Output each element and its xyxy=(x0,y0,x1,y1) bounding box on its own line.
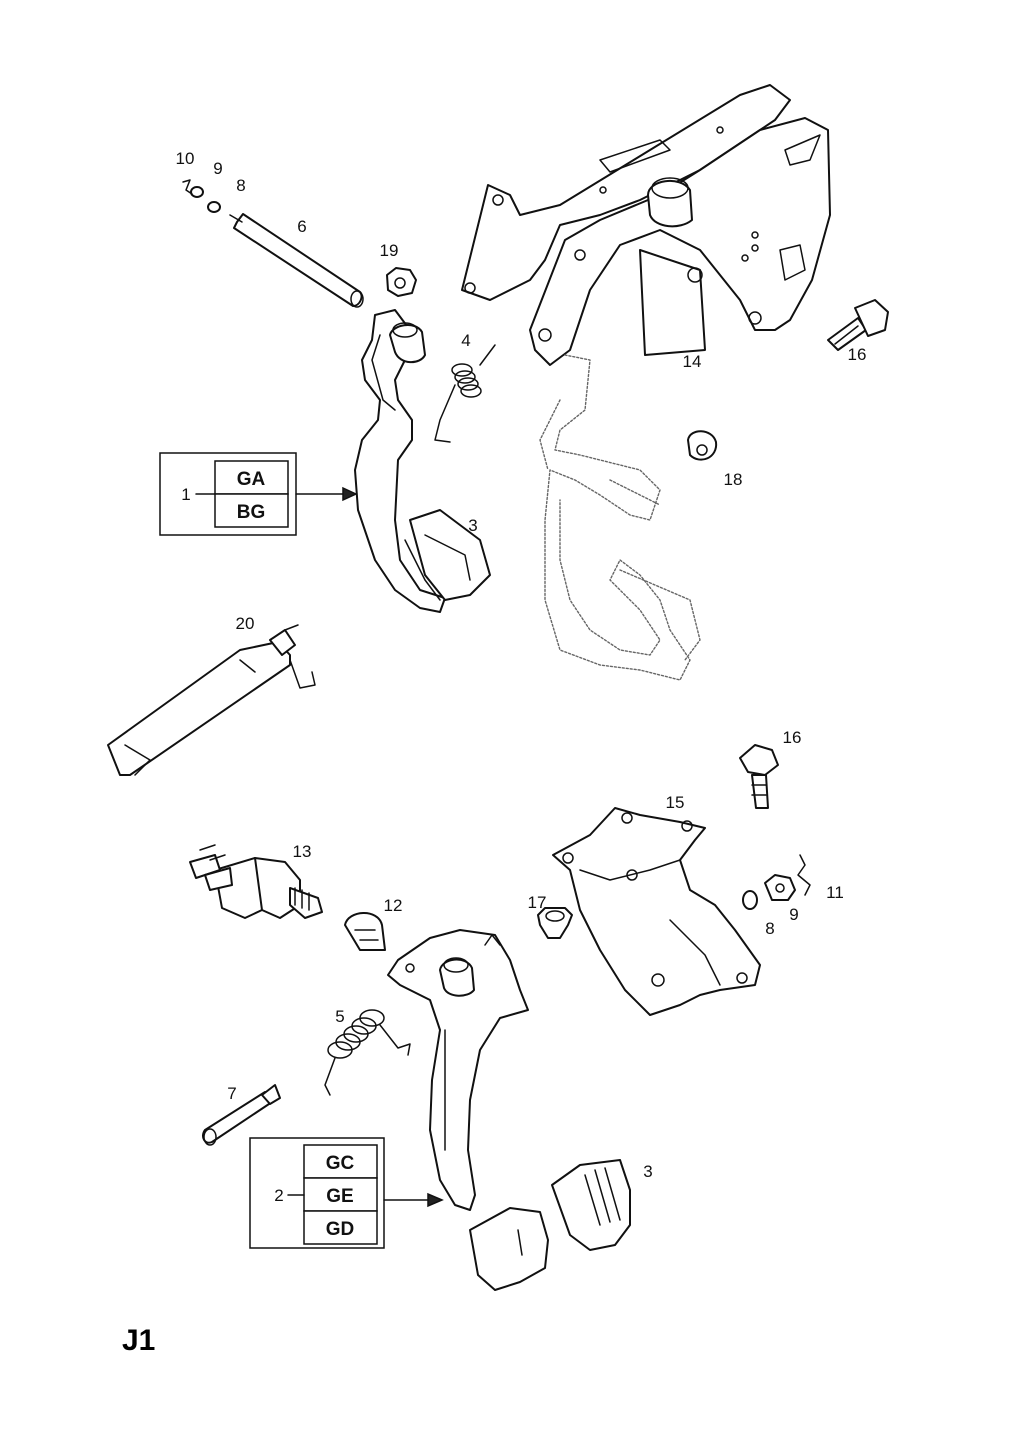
variant-box-upper xyxy=(159,452,358,536)
ghost-pedal-outline xyxy=(539,354,701,681)
variant-box-lower xyxy=(249,1137,444,1249)
clip-drawing xyxy=(687,430,718,461)
bolt-drawing-lower xyxy=(739,744,779,809)
callout-16-upper: 16 xyxy=(848,345,867,364)
variant-code-ga: GA xyxy=(237,469,266,490)
callout-15: 15 xyxy=(666,793,685,812)
callout-8-upper: 8 xyxy=(236,176,245,195)
callout-3-upper: 3 xyxy=(468,516,477,535)
flange-nut-drawing xyxy=(537,907,573,939)
nut-drawing xyxy=(386,267,417,297)
return-spring-drawing xyxy=(434,344,496,443)
sheet-label: J1 xyxy=(122,1324,155,1357)
callout-12: 12 xyxy=(384,896,403,915)
variant-code-gc: GC xyxy=(326,1153,355,1174)
pivot-pin-drawing xyxy=(182,179,364,308)
stop-lamp-switch-drawing xyxy=(189,844,323,919)
callout-5: 5 xyxy=(335,1007,344,1026)
callout-9-upper: 9 xyxy=(213,159,222,178)
callout-4: 4 xyxy=(461,331,470,350)
brake-pedal-drawing xyxy=(387,929,529,1211)
callout-9-lower: 9 xyxy=(789,905,798,924)
switch-clip-drawing xyxy=(344,912,386,951)
callout-8-lower: 8 xyxy=(765,919,774,938)
callout-20: 20 xyxy=(236,614,255,633)
bolt-drawing-upper xyxy=(827,299,889,351)
callout-14: 14 xyxy=(683,352,702,371)
callout-16-lower: 16 xyxy=(783,728,802,747)
pedal-pad-drawing xyxy=(404,509,491,601)
callout-2: 2 xyxy=(274,1186,283,1205)
callout-17: 17 xyxy=(528,893,547,912)
callout-6: 6 xyxy=(297,217,306,236)
adjuster-tool-drawing xyxy=(107,624,316,776)
variant-code-ge: GE xyxy=(326,1186,353,1207)
callout-10: 10 xyxy=(176,149,195,168)
brake-pad-cover-drawing xyxy=(551,1159,631,1251)
variant-code-bg: BG xyxy=(237,502,266,523)
brake-pedal-foot-pad-drawing xyxy=(469,1207,549,1291)
callout-18: 18 xyxy=(724,470,743,489)
callout-19: 19 xyxy=(380,241,399,260)
mounting-bracket-drawing xyxy=(552,807,761,1016)
pedal-bracket-drawing xyxy=(461,84,831,366)
pedal-pin-drawing xyxy=(202,1084,281,1146)
callout-7: 7 xyxy=(227,1084,236,1103)
callout-3-lower: 3 xyxy=(643,1162,652,1181)
variant-code-gd: GD xyxy=(326,1219,355,1240)
callout-1: 1 xyxy=(181,485,190,504)
clutch-pedal-drawing xyxy=(354,309,446,613)
pedal-spring-drawing xyxy=(324,1009,411,1096)
washer-nut-clip-drawing xyxy=(742,854,811,910)
callout-13: 13 xyxy=(293,842,312,861)
callout-11: 11 xyxy=(826,883,844,902)
